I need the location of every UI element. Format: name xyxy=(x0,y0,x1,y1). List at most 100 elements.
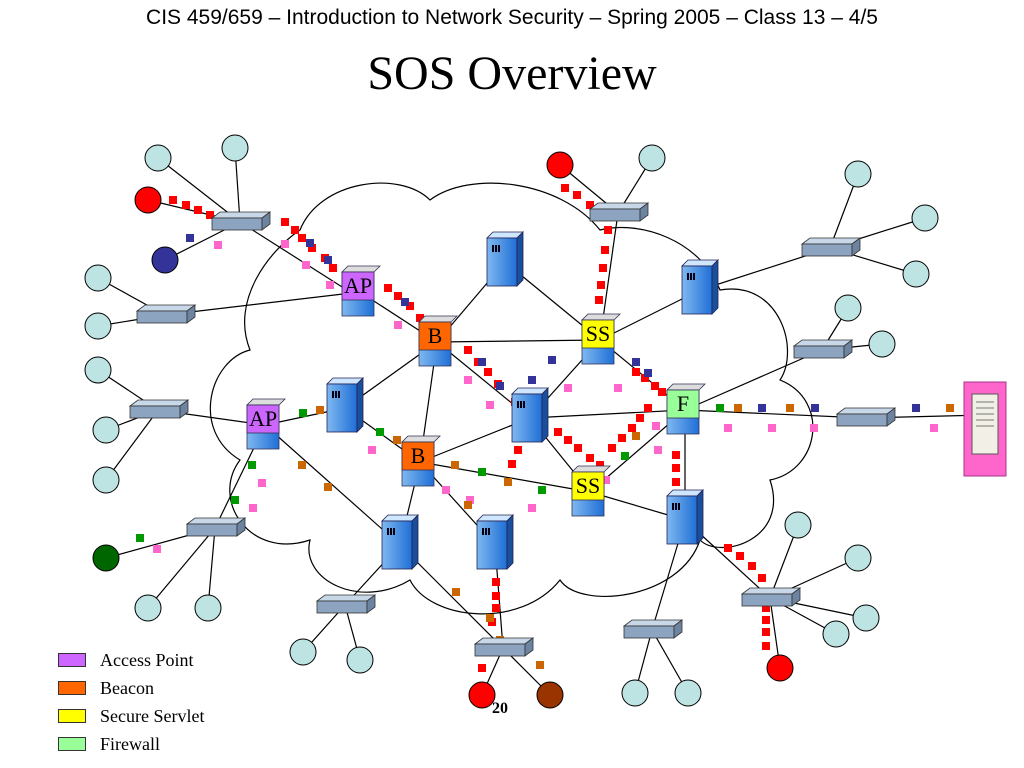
network-link xyxy=(105,409,159,481)
swatch-firewall xyxy=(58,737,86,751)
switch-hub xyxy=(210,211,272,231)
client-host xyxy=(84,356,112,384)
packet-marker xyxy=(724,544,732,552)
packet-marker xyxy=(811,404,819,412)
packet-marker xyxy=(930,424,938,432)
packet-marker xyxy=(153,545,161,553)
packet-marker xyxy=(504,478,512,486)
legit-client-navy xyxy=(151,246,179,274)
packet-marker xyxy=(716,404,724,412)
legend-label-firewall: Firewall xyxy=(100,733,160,754)
packet-marker xyxy=(561,184,569,192)
packet-marker xyxy=(762,604,770,612)
access-point-2-label: AP xyxy=(249,406,277,431)
client-host xyxy=(902,260,930,288)
switch-hub xyxy=(740,587,802,607)
packet-marker xyxy=(464,376,472,384)
packet-marker xyxy=(492,604,500,612)
packet-marker xyxy=(762,628,770,636)
beacon-2-label: B xyxy=(411,443,426,468)
packet-marker xyxy=(136,534,144,542)
packet-marker xyxy=(632,358,640,366)
client-host xyxy=(84,264,112,292)
router-icon xyxy=(326,377,364,433)
packet-marker xyxy=(194,206,202,214)
firewall-label: F xyxy=(677,391,689,416)
network-link xyxy=(419,461,591,493)
packet-marker xyxy=(758,404,766,412)
packet-marker xyxy=(248,461,256,469)
packet-marker xyxy=(946,404,954,412)
packet-marker xyxy=(632,368,640,376)
packet-marker xyxy=(724,424,732,432)
router-icon xyxy=(476,514,514,570)
attacker-host xyxy=(546,151,574,179)
packet-marker xyxy=(298,461,306,469)
packet-marker xyxy=(384,284,392,292)
packet-marker xyxy=(736,552,744,560)
legend-label-secure-servlet: Secure Servlet xyxy=(100,705,205,726)
packet-marker xyxy=(604,226,612,234)
client-host xyxy=(144,144,172,172)
packet-marker xyxy=(748,562,756,570)
packet-marker xyxy=(632,432,640,440)
legend-item-firewall: Firewall xyxy=(58,730,204,758)
slide-title: SOS Overview xyxy=(367,47,657,100)
packet-marker xyxy=(658,388,666,396)
packet-marker xyxy=(478,664,486,672)
switch-hub xyxy=(792,339,854,359)
packet-marker xyxy=(492,578,500,586)
packet-marker xyxy=(595,296,603,304)
packet-marker xyxy=(291,226,299,234)
switch-hub xyxy=(835,407,897,427)
packet-marker xyxy=(758,574,766,582)
network-link xyxy=(147,527,216,609)
packet-marker xyxy=(308,244,316,252)
access-point-1-label: AP xyxy=(344,273,372,298)
packet-marker xyxy=(486,614,494,622)
switch-hub xyxy=(588,202,650,222)
packet-marker xyxy=(768,424,776,432)
switch-hub xyxy=(800,237,862,257)
packet-marker xyxy=(762,616,770,624)
packet-marker xyxy=(329,264,337,272)
client-host xyxy=(621,679,649,707)
network-link xyxy=(684,409,866,419)
packet-marker xyxy=(492,592,500,600)
network-link xyxy=(239,221,351,293)
client-host xyxy=(834,294,862,322)
packet-marker xyxy=(298,234,306,242)
packet-marker xyxy=(393,436,401,444)
client-host xyxy=(84,312,112,340)
packet-marker xyxy=(249,504,257,512)
packet-marker xyxy=(762,642,770,650)
packet-marker xyxy=(628,424,636,432)
page-number: 20 xyxy=(492,700,508,717)
packet-marker xyxy=(564,436,572,444)
client-host xyxy=(852,604,880,632)
packet-marker xyxy=(442,486,450,494)
attacker-host xyxy=(468,681,496,709)
swatch-secure-servlet xyxy=(58,709,86,723)
packet-marker xyxy=(478,468,486,476)
packet-marker xyxy=(306,239,314,247)
switch-hub xyxy=(473,637,535,657)
packet-marker xyxy=(596,461,604,469)
legit-client-green xyxy=(92,544,120,572)
packet-marker xyxy=(644,404,652,412)
secure-servlet-1: SS xyxy=(581,313,621,365)
packet-marker xyxy=(608,444,616,452)
packet-marker xyxy=(528,376,536,384)
packet-marker xyxy=(641,374,649,382)
router-icon xyxy=(666,489,704,545)
switch-hub xyxy=(622,619,684,639)
secure-servlet-1-label: SS xyxy=(586,321,610,346)
packet-marker xyxy=(416,314,424,322)
secure-servlet-2: SS xyxy=(571,465,611,517)
secure-servlet-2-label: SS xyxy=(576,473,600,498)
packet-marker xyxy=(508,460,516,468)
packet-marker xyxy=(602,476,610,484)
packet-marker xyxy=(597,281,605,289)
packet-marker xyxy=(486,401,494,409)
packet-marker xyxy=(573,191,581,199)
